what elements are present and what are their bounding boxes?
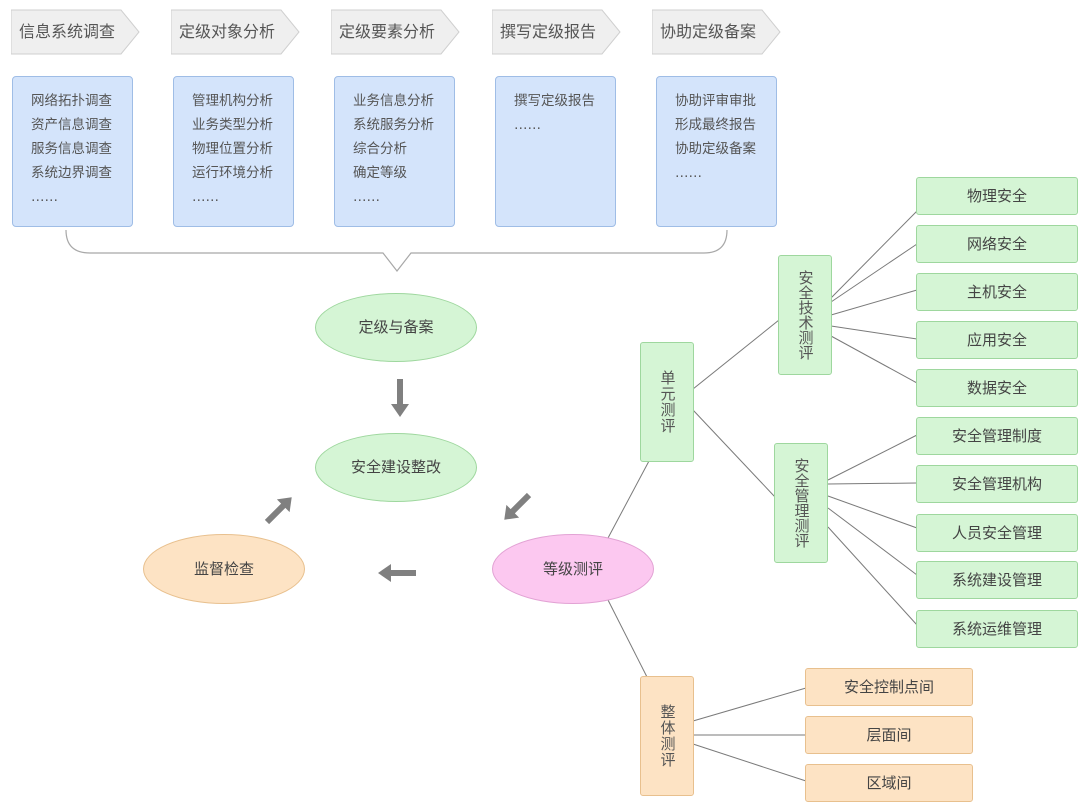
list-item: 协助定级备案	[675, 141, 756, 157]
chevron-arrow-icon	[652, 9, 781, 55]
tech-item: 主机安全	[916, 273, 1078, 311]
overall-evaluation-node: 整体测评	[640, 676, 694, 796]
list-item: ……	[31, 189, 58, 205]
overall-item: 安全控制点间	[805, 668, 973, 706]
unit-evaluation-node: 单元测评	[640, 342, 694, 462]
line-unit-mgmt	[692, 409, 776, 498]
step-label: 撰写定级报告	[500, 22, 597, 41]
line-unit-tech	[692, 319, 780, 390]
list-item: 系统边界调查	[31, 165, 112, 181]
list-item: 撰写定级报告	[514, 93, 595, 109]
security-rectification-node: 安全建设整改	[315, 433, 477, 502]
list-item: ……	[514, 117, 541, 133]
technical-evaluation-node: 安全技术测评	[778, 255, 832, 375]
mgmt-item: 人员安全管理	[916, 514, 1078, 552]
brace	[65, 229, 728, 272]
list-item: 业务类型分析	[192, 117, 273, 133]
list-item: 网络拓扑调查	[31, 93, 112, 109]
supervision-inspection-node: 监督检查	[143, 534, 305, 604]
list-item: 服务信息调查	[31, 141, 112, 157]
line-eval-unit	[607, 460, 650, 539]
list-item: ……	[353, 189, 380, 205]
line-eval-overall	[607, 599, 648, 678]
step-label: 协助定级备案	[660, 22, 757, 41]
step-box-2: 管理机构分析 业务类型分析 物理位置分析 运行环境分析 ……	[173, 76, 294, 227]
list-item: ……	[675, 165, 702, 181]
list-item: 物理位置分析	[192, 141, 273, 157]
mgmt-item: 系统运维管理	[916, 610, 1078, 648]
mgmt-item: 安全管理制度	[916, 417, 1078, 455]
step-box-5: 协助评审审批 形成最终报告 协助定级备案 ……	[656, 76, 777, 227]
list-item: 协助评审审批	[675, 93, 756, 109]
chevron-arrow-icon	[11, 9, 140, 55]
step-box-1: 网络拓扑调查 资产信息调查 服务信息调查 系统边界调查 ……	[12, 76, 133, 227]
tech-item: 网络安全	[916, 225, 1078, 263]
step-label: 定级要素分析	[339, 22, 436, 41]
level-evaluation-node: 等级测评	[492, 534, 654, 604]
chevron-arrow-icon	[492, 9, 621, 55]
list-item: 系统服务分析	[353, 117, 434, 133]
list-item: 资产信息调查	[31, 117, 112, 133]
arrow-up-right-icon	[264, 497, 292, 525]
arrow-left-icon	[378, 564, 416, 582]
mgmt-item: 安全管理机构	[916, 465, 1078, 503]
mgmt-item: 系统建设管理	[916, 561, 1078, 599]
step-box-3: 业务信息分析 系统服务分析 综合分析 确定等级 ……	[334, 76, 455, 227]
list-item: 确定等级	[353, 165, 407, 181]
chevron-arrow-icon	[171, 9, 300, 55]
arrow-down-icon	[391, 379, 409, 417]
list-item: 运行环境分析	[192, 165, 273, 181]
tech-item: 应用安全	[916, 321, 1078, 359]
arrow-down-right-icon	[504, 492, 532, 520]
list-item: 管理机构分析	[192, 93, 273, 109]
overall-item: 区域间	[805, 764, 973, 802]
step-label: 定级对象分析	[179, 22, 276, 41]
list-item: 形成最终报告	[675, 117, 756, 133]
list-item: 综合分析	[353, 141, 407, 157]
list-item: ……	[192, 189, 219, 205]
step-box-4: 撰写定级报告 ……	[495, 76, 616, 227]
tech-item: 物理安全	[916, 177, 1078, 215]
tech-item: 数据安全	[916, 369, 1078, 407]
management-evaluation-node: 安全管理测评	[774, 443, 828, 563]
list-item: 业务信息分析	[353, 93, 434, 109]
grading-filing-node: 定级与备案	[315, 293, 477, 362]
chevron-arrow-icon	[331, 9, 460, 55]
overall-item: 层面间	[805, 716, 973, 754]
step-label: 信息系统调查	[19, 22, 116, 41]
